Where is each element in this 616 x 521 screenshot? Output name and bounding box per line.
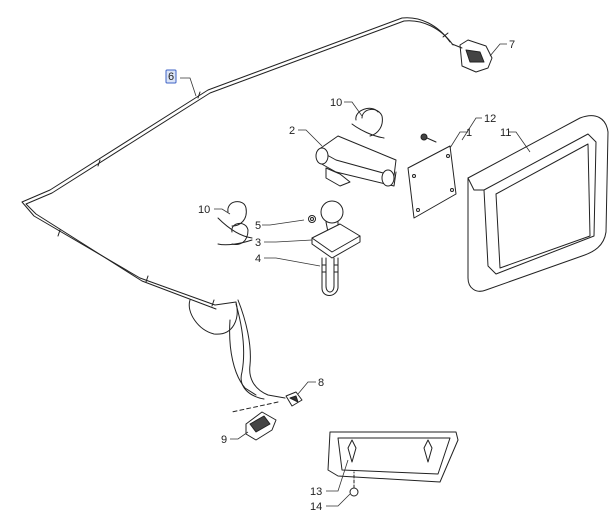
callout-4: 4 — [255, 253, 261, 265]
connector-7 — [451, 39, 493, 73]
mount-base — [327, 431, 459, 483]
callout-5: 5 — [255, 220, 261, 232]
callouts: 6 7 10 2 12 1 11 10 5 3 4 8 9 13 14 — [165, 39, 515, 513]
connector-8 — [285, 391, 303, 407]
callout-8: 8 — [318, 377, 324, 389]
callout-11: 11 — [500, 127, 511, 139]
ball-mount — [311, 200, 361, 259]
screw-14 — [349, 471, 359, 497]
u-bolt — [321, 257, 339, 296]
callout-2: 2 — [289, 125, 295, 137]
leader-lines — [180, 43, 531, 507]
callout-10-left: 10 — [198, 204, 210, 216]
callout-7: 7 — [509, 39, 515, 51]
screw-12 — [420, 133, 437, 143]
clip-10-left — [217, 201, 253, 246]
mount-plate — [407, 145, 457, 219]
callout-13: 13 — [310, 486, 322, 498]
highlight-box — [165, 69, 177, 84]
connector-9 — [245, 411, 277, 441]
callout-14: 14 — [310, 501, 322, 513]
clip-10-top — [351, 107, 385, 139]
dash-line-9 — [231, 401, 279, 413]
callout-9: 9 — [221, 434, 227, 446]
callout-6: 6 — [168, 71, 174, 83]
callout-3: 3 — [255, 237, 261, 249]
mount-bracket — [315, 135, 397, 187]
nut-5 — [308, 215, 316, 223]
callout-12: 12 — [484, 113, 496, 125]
cable-harness — [21, 17, 454, 400]
callout-1: 1 — [466, 127, 472, 139]
display-monitor — [467, 115, 609, 292]
callout-10-top: 10 — [330, 97, 342, 109]
